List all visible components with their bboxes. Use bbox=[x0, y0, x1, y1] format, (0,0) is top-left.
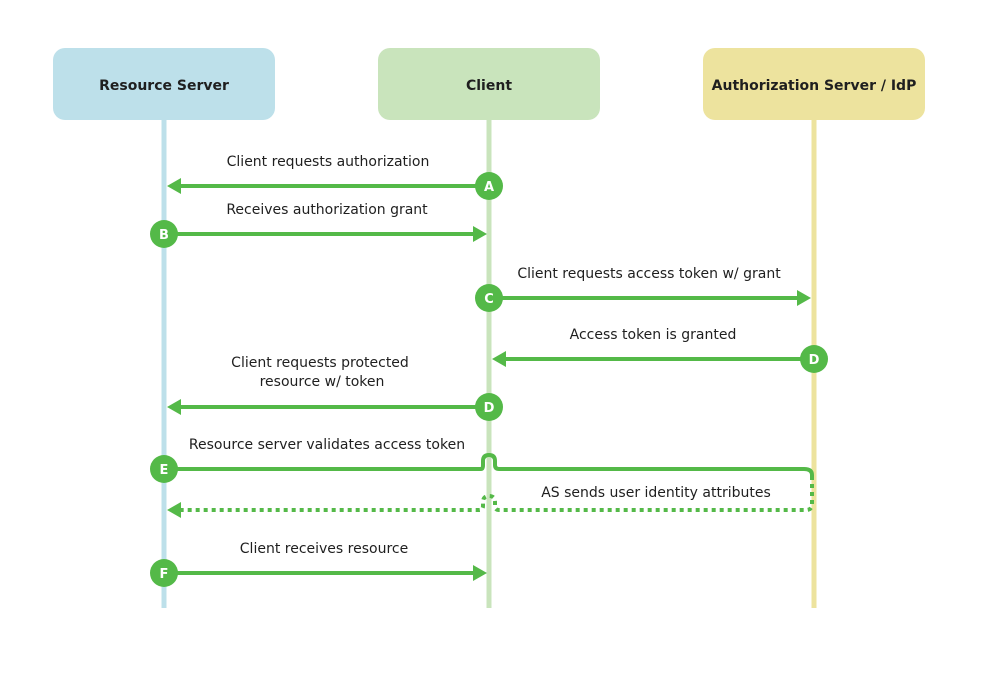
actor-authorization-server: Authorization Server / IdP bbox=[703, 48, 925, 120]
actor-label-client: Client bbox=[466, 78, 512, 94]
message-e: Resource server validates access token E bbox=[150, 437, 814, 483]
step-marker-c bbox=[475, 284, 503, 312]
message-identity-attributes-arrowhead bbox=[167, 502, 181, 518]
message-identity-attributes: AS sends user identity attributes bbox=[167, 484, 814, 518]
message-identity-attributes-label: AS sends user identity attributes bbox=[541, 485, 771, 501]
step-marker-b bbox=[150, 220, 178, 248]
message-d-protected-resource-arrowhead bbox=[167, 399, 181, 415]
actor-box-resource-server bbox=[53, 48, 275, 120]
actor-label-resource-server: Resource Server bbox=[99, 78, 229, 94]
message-e-line bbox=[175, 452, 814, 480]
step-marker-e bbox=[150, 455, 178, 483]
step-letter-e: E bbox=[160, 463, 169, 478]
message-c-arrowhead bbox=[797, 290, 811, 306]
message-d-token-granted-label: Access token is granted bbox=[570, 327, 737, 343]
step-marker-a bbox=[475, 172, 503, 200]
message-f: Client receives resource F bbox=[150, 541, 487, 587]
actor-box-client bbox=[378, 48, 600, 120]
step-letter-b: B bbox=[159, 228, 169, 243]
message-f-arrowhead bbox=[473, 565, 487, 581]
step-letter-f: F bbox=[160, 567, 169, 582]
message-c: Client requests access token w/ grant C bbox=[475, 266, 811, 312]
message-a-arrowhead bbox=[167, 178, 181, 194]
message-b-label: Receives authorization grant bbox=[226, 202, 428, 218]
message-d-protected-resource-label-line2: resource w/ token bbox=[260, 374, 385, 390]
message-d-token-granted-arrowhead bbox=[492, 351, 506, 367]
message-d-token-granted: Access token is granted D bbox=[492, 327, 828, 373]
message-f-label: Client receives resource bbox=[240, 541, 408, 557]
actor-label-authorization-server: Authorization Server / IdP bbox=[712, 78, 917, 94]
message-b-arrowhead bbox=[473, 226, 487, 242]
message-b: Receives authorization grant B bbox=[150, 202, 487, 248]
message-d-protected-resource-label-line1: Client requests protected bbox=[231, 355, 409, 371]
step-letter-c: C bbox=[484, 292, 494, 307]
step-letter-a: A bbox=[484, 180, 494, 195]
message-a: Client requests authorization A bbox=[167, 154, 503, 200]
step-marker-d-2 bbox=[475, 393, 503, 421]
step-marker-d-1 bbox=[800, 345, 828, 373]
actor-resource-server: Resource Server bbox=[53, 48, 275, 120]
message-c-label: Client requests access token w/ grant bbox=[517, 266, 781, 282]
step-marker-f bbox=[150, 559, 178, 587]
message-e-label: Resource server validates access token bbox=[189, 437, 465, 453]
message-identity-attributes-line bbox=[180, 484, 814, 512]
message-a-label: Client requests authorization bbox=[227, 154, 430, 170]
step-letter-d-2: D bbox=[484, 401, 495, 416]
message-d-protected-resource: Client requests protected resource w/ to… bbox=[167, 355, 503, 421]
step-letter-d-1: D bbox=[809, 353, 820, 368]
actor-box-authorization-server bbox=[703, 48, 925, 120]
actor-client: Client bbox=[378, 48, 600, 120]
